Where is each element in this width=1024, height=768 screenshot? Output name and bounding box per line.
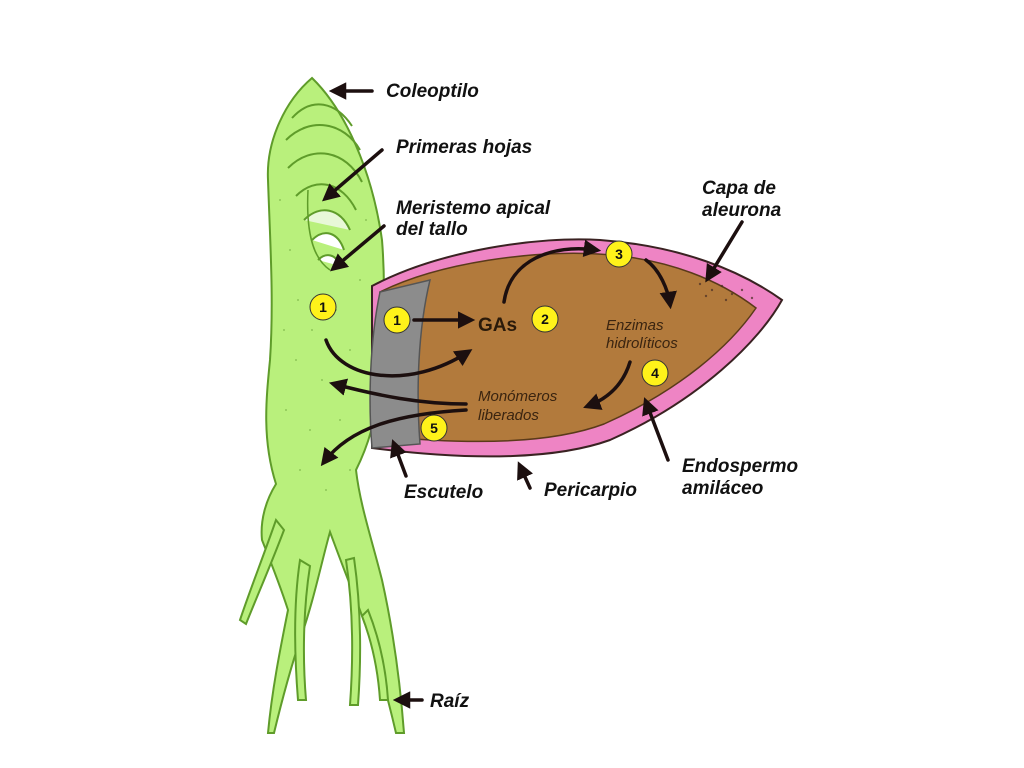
label-escutelo: Escutelo: [404, 482, 483, 503]
gas-to-scutellum-arrow: [324, 338, 473, 378]
label-raiz: Raíz: [430, 691, 470, 712]
pointer-arrows: [322, 82, 744, 709]
label-primeras-hojas: Primeras hojas: [396, 137, 532, 158]
label-endospermo-line2: amiláceo: [682, 478, 763, 499]
step-number: 5: [430, 420, 438, 436]
aleurone-to-enzymes-arrow: [644, 258, 677, 310]
monomers-label-line2: liberados: [478, 407, 539, 424]
step-badges: 1 1 2 3 4 5: [309, 240, 669, 442]
gas-label: GAs: [478, 315, 517, 336]
step-number: 2: [541, 311, 549, 327]
step-badge-3: 3: [605, 240, 633, 268]
step-number: 1: [393, 312, 401, 328]
step-number: 4: [651, 365, 659, 381]
label-endospermo-line1: Endospermo: [682, 456, 798, 477]
label-meristemo-line2: del tallo: [396, 219, 468, 240]
enzymes-label-line2: hidrolíticos: [606, 335, 678, 352]
aleurona-pointer: [705, 220, 744, 283]
pericarpio-pointer: [517, 461, 534, 490]
enzymes-label-line1: Enzimas: [606, 317, 664, 334]
step-badge-1a: 1: [309, 293, 337, 321]
step-badge-2: 2: [531, 305, 559, 333]
label-pericarpio: Pericarpio: [544, 480, 637, 501]
step-badge-4: 4: [641, 359, 669, 387]
process-arrows: [320, 239, 677, 467]
monomers-to-seedling-arrow: [328, 378, 468, 406]
monomers-label-line1: Monómeros: [478, 388, 558, 405]
label-meristemo-line1: Meristemo apical: [396, 198, 551, 219]
enzymes-to-monomers-arrow: [583, 360, 632, 410]
step-number: 1: [319, 299, 327, 315]
endospermo-pointer: [642, 397, 670, 462]
gas-to-aleurone-arrow: [502, 239, 602, 304]
monomers-to-root-arrow: [320, 408, 468, 467]
step-number: 3: [615, 246, 623, 262]
meristemo-pointer: [329, 224, 386, 272]
label-capa-line2: aleurona: [702, 200, 782, 221]
seedling: [238, 76, 406, 734]
step-badge-1b: 1: [383, 306, 411, 334]
escutelo-pointer: [390, 439, 408, 478]
primeras-hojas-pointer: [322, 148, 384, 202]
step-badge-5: 5: [420, 414, 448, 442]
label-coleoptilo: Coleoptilo: [386, 81, 479, 102]
label-capa-line1: Capa de: [702, 178, 776, 199]
